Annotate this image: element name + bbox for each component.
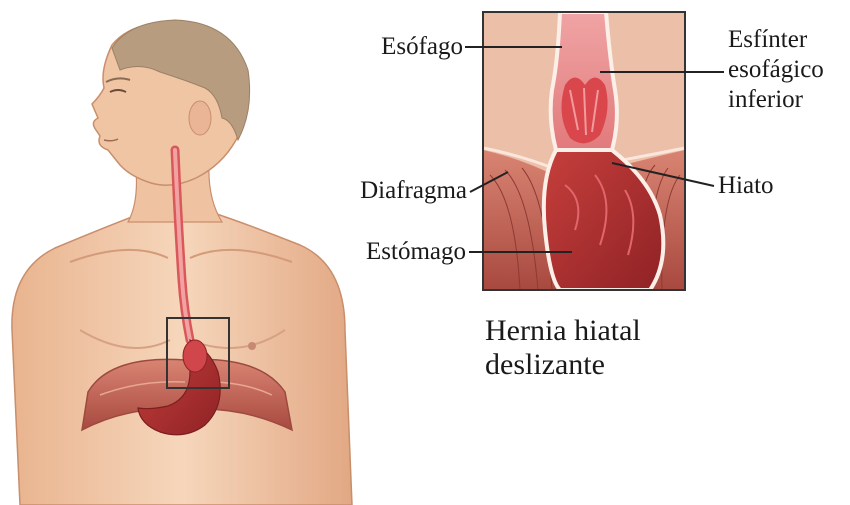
- label-esfinter-1: Esfínter: [728, 26, 807, 53]
- human-figure: [12, 20, 352, 505]
- body-hernia: [183, 340, 207, 372]
- label-esfinter-2: esofágico: [728, 56, 824, 83]
- inset-detail: [483, 12, 685, 290]
- label-esofago: Esófago: [355, 33, 463, 60]
- caption-line-2: deslizante: [485, 348, 605, 381]
- label-estomago: Estómago: [330, 238, 466, 265]
- label-esfinter-3: inferior: [728, 86, 803, 113]
- nipple: [248, 342, 256, 350]
- label-diafragma: Diafragma: [315, 177, 467, 204]
- caption-line-1: Hernia hiatal: [485, 314, 641, 347]
- ear: [189, 101, 211, 135]
- label-hiato: Hiato: [718, 172, 774, 199]
